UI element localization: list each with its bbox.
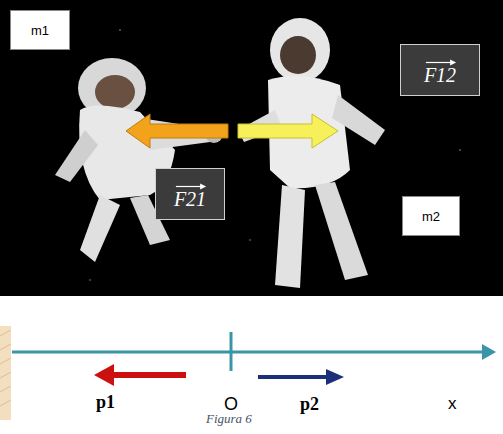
force-label-box: F21 — [155, 168, 225, 220]
mass-symbol: m1 — [31, 23, 49, 38]
wall — [0, 326, 11, 420]
momentum-label: p2 — [300, 394, 319, 415]
momentum-arrow-p2 — [258, 375, 328, 379]
mass-symbol: m2 — [422, 209, 440, 224]
force-label-box: F12 — [400, 44, 480, 96]
figure-caption: Figura 6 — [206, 411, 252, 427]
momentum-head-p2 — [326, 369, 344, 385]
space-photo-ground — [0, 0, 503, 296]
momentum-head-p1 — [94, 364, 114, 386]
axis-arrowhead — [482, 344, 496, 360]
force-symbol: F12 — [424, 64, 456, 87]
force-arrow-f21 — [126, 114, 228, 148]
wall-hatch — [0, 330, 11, 406]
axis-label: x — [448, 394, 457, 414]
force-symbol: F21 — [174, 188, 206, 211]
x-axis — [12, 351, 486, 354]
mass-label-box: m1 — [10, 10, 70, 50]
force-arrow-f12 — [238, 114, 338, 148]
astronaut-left — [55, 58, 223, 262]
momentum-arrow-p1 — [112, 372, 186, 378]
mass-label-box: m2 — [402, 196, 460, 236]
momentum-label: p1 — [96, 392, 115, 413]
astronaut-right — [238, 18, 385, 288]
origin-tick — [230, 332, 233, 371]
